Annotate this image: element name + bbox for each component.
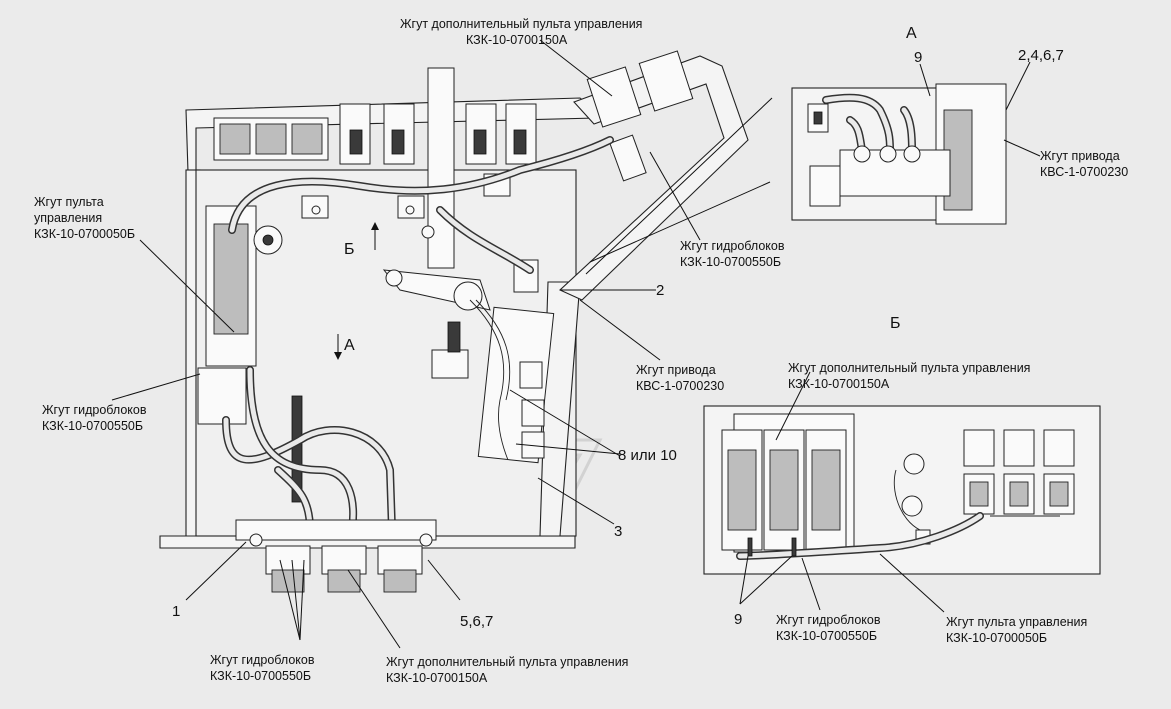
left-panel-harness-code: КЗК-10-0700050Б <box>34 227 135 241</box>
main-assembly <box>159 50 749 593</box>
arrow-a-label: А <box>344 337 355 354</box>
hydro-harness-mid-code: КЗК-10-0700550Б <box>680 255 781 269</box>
aux-harness-right-name: Жгут дополнительный пульта управления <box>788 361 1030 375</box>
aux-harness-right-code: КЗК-10-0700150А <box>788 377 890 391</box>
drive-harness-right-name: Жгут привода <box>1040 149 1120 163</box>
labels: Жгут дополнительный пульта управления КЗ… <box>34 17 1128 685</box>
drive-harness-mid-code: КВС-1-0700230 <box>636 379 724 393</box>
view-b-title: Б <box>890 315 901 332</box>
left-panel-harness-name-2: управления <box>34 211 102 225</box>
top-harness-name: Жгут дополнительный пульта управления <box>400 17 642 31</box>
hydro-harness-mid-name: Жгут гидроблоков <box>680 239 785 253</box>
callout-2: 2 <box>656 282 664 299</box>
view-a-title: А <box>906 25 917 42</box>
hydro-harness-left-name: Жгут гидроблоков <box>42 403 147 417</box>
drive-harness-mid-name: Жгут привода <box>636 363 716 377</box>
callout-9-top: 9 <box>914 49 922 66</box>
hydro-harness-br-name: Жгут гидроблоков <box>776 613 881 627</box>
hydro-harness-bottom-name: Жгут гидроблоков <box>210 653 315 667</box>
callout-8-10: 8 или 10 <box>618 447 677 464</box>
hydro-harness-br-code: КЗК-10-0700550Б <box>776 629 877 643</box>
aux-harness-bottom-name: Жгут дополнительный пульта управления <box>386 655 628 669</box>
leader-lines <box>111 39 1041 649</box>
top-harness-code: КЗК-10-0700150А <box>466 33 568 47</box>
callout-3: 3 <box>614 523 622 540</box>
panel-harness-br-code: КЗК-10-0700050Б <box>946 631 1047 645</box>
callout-2467: 2,4,6,7 <box>1018 47 1064 64</box>
callout-567: 5,6,7 <box>460 613 493 630</box>
callout-1: 1 <box>172 603 180 620</box>
panel-harness-br-name: Жгут пульта управления <box>946 615 1087 629</box>
callout-9-bottom: 9 <box>734 611 742 628</box>
hydro-harness-left-code: КЗК-10-0700550Б <box>42 419 143 433</box>
view-a-detail <box>791 83 1007 225</box>
left-panel-harness-name-1: Жгут пульта <box>34 195 104 209</box>
view-b-detail <box>703 405 1101 575</box>
arrow-b-label: Б <box>344 241 355 258</box>
hydro-harness-bottom-code: КЗК-10-0700550Б <box>210 669 311 683</box>
aux-harness-bottom-code: КЗК-10-0700150А <box>386 671 488 685</box>
drive-harness-right-code: КВС-1-0700230 <box>1040 165 1128 179</box>
